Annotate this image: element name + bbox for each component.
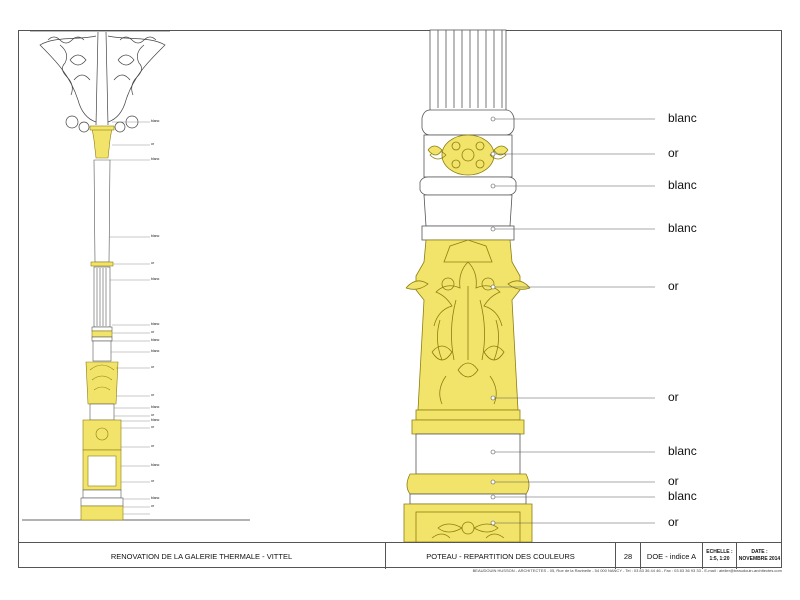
callout-label: or [668, 474, 679, 488]
small-label: blanc [151, 463, 160, 467]
project-title: RENOVATION DE LA GALERIE THERMALE - VITT… [110, 551, 293, 561]
small-label: or [151, 142, 155, 146]
small-label: or [151, 504, 155, 508]
drawing-title: POTEAU - REPARTITION DES COULEURS [385, 543, 615, 569]
scale-label: ECHELLE : [706, 549, 733, 555]
callout-label: or [668, 515, 679, 529]
title-block: RENOVATION DE LA GALERIE THERMALE - VITT… [18, 542, 782, 569]
small-label: or [151, 425, 155, 429]
small-label: or [151, 393, 155, 397]
small-label: blanc [151, 405, 160, 409]
callout-label: or [668, 279, 679, 293]
small-label: or [151, 413, 155, 417]
scale-value: 1:5, 1:20 [709, 556, 730, 562]
small-label: blanc [151, 234, 160, 238]
date-value: NOVEMBRE 2014 [738, 556, 781, 562]
small-label: or [151, 261, 155, 265]
callout-label: blanc [668, 489, 697, 503]
full-post-elevation [22, 30, 250, 521]
callout-label: blanc [668, 221, 697, 235]
small-label: blanc [151, 349, 160, 353]
scale-cell: ECHELLE : 1:5, 1:20 [702, 543, 736, 569]
small-label: or [151, 365, 155, 369]
callout-label: or [668, 390, 679, 404]
small-label: blanc [151, 322, 160, 326]
small-label: blanc [151, 338, 160, 342]
small-label: blanc [151, 418, 160, 422]
ornamental-bracket [30, 30, 170, 133]
date-cell: DATE : NOVEMBRE 2014 [736, 543, 782, 569]
date-label: DATE : [751, 549, 768, 555]
small-label: or [151, 330, 155, 334]
detail-elevation [403, 29, 655, 543]
small-label: blanc [151, 157, 160, 161]
callout-label: blanc [668, 178, 697, 192]
callout-label: or [668, 146, 679, 160]
callout-label: blanc [668, 444, 697, 458]
architect-footer: BEAUDOUIN HUSSON - ARCHITECTES - 05, Rue… [472, 568, 782, 573]
small-label: or [151, 444, 155, 448]
small-label: or [151, 479, 155, 483]
sheet-number: 28 [615, 543, 640, 569]
small-label: blanc [151, 496, 160, 500]
small-label: blanc [151, 119, 160, 123]
document-index: DOE - indice A [640, 543, 702, 569]
callout-label: blanc [668, 111, 697, 125]
small-label: blanc [151, 277, 160, 281]
drawing-frame [18, 30, 782, 568]
